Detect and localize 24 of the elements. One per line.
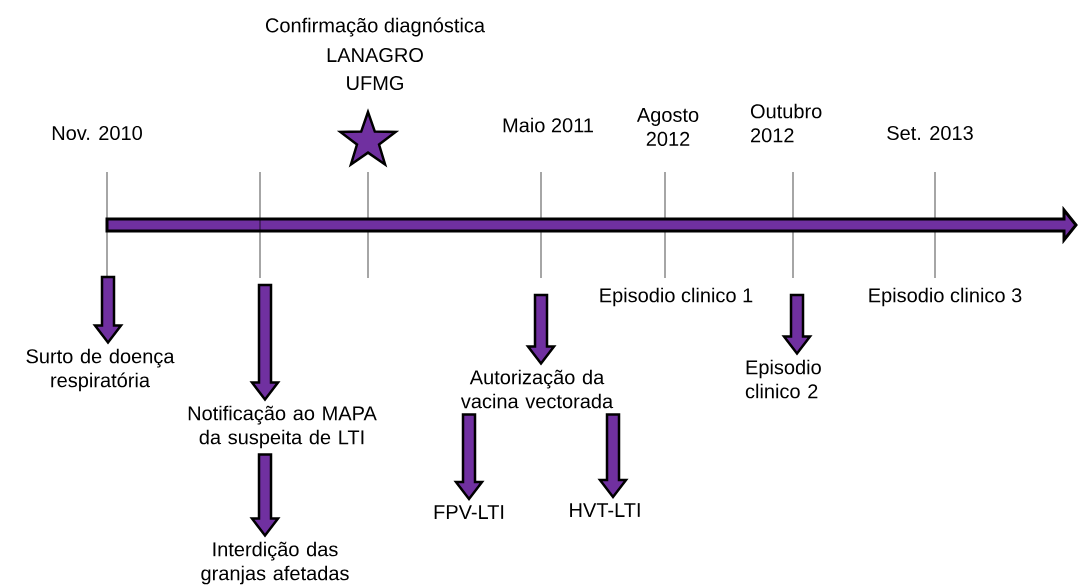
date-label: Set. 2013	[887, 125, 973, 141]
event-text: HVT-LTI	[570, 503, 640, 517]
event-text: Surto de doença respiratória	[26, 348, 175, 392]
date-label: Nov. 2010	[52, 125, 142, 141]
event-text: Notificação ao MAPA da suspeita de LTI	[188, 405, 377, 449]
date-label: Episodio clinico 1	[600, 287, 753, 307]
block-arrow	[92, 275, 124, 345]
event-text: Autorização da vacina vectorada	[460, 369, 614, 409]
date-label: LANAGRO	[327, 47, 423, 63]
date-label: Outubro 2012	[750, 103, 822, 143]
event-text: FPV-LTI	[434, 505, 504, 519]
date-label: Agosto 2012	[636, 108, 699, 146]
block-arrow	[249, 453, 281, 538]
block-arrow	[525, 293, 557, 366]
date-label: Confirmação diagnóstica	[265, 17, 485, 37]
date-label: Episodio clinico 3	[869, 287, 1022, 307]
block-arrow	[249, 283, 281, 402]
block-arrow	[597, 413, 629, 499]
event-text: Episodio clinico 2	[745, 359, 821, 399]
date-label: Maio 2011	[503, 117, 593, 133]
date-label: UFMG	[347, 75, 403, 91]
event-text: Interdição das granjas afetadas	[201, 541, 349, 585]
block-arrow	[781, 293, 813, 356]
block-arrow	[453, 413, 485, 501]
